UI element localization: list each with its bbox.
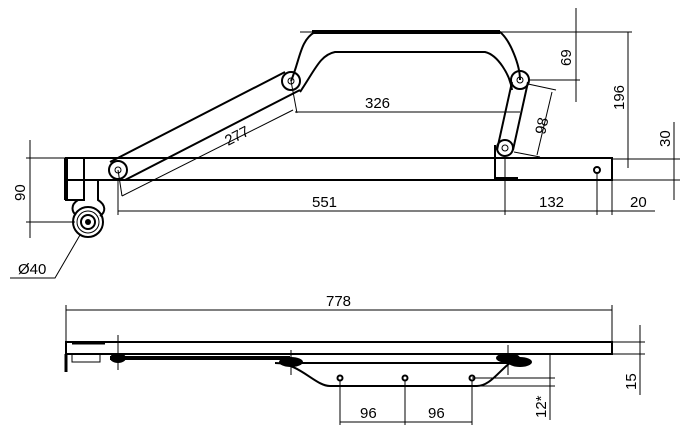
pivot-handle-left-pin [287, 77, 295, 85]
dim-15: 15 [623, 373, 640, 390]
dim-132: 132 [539, 194, 564, 211]
hole-3 [468, 374, 476, 382]
handle-inner [299, 51, 513, 93]
dim-98: 98 [532, 116, 552, 136]
hole-2 [401, 374, 409, 382]
pivot-handle-left [281, 71, 301, 91]
pivot-handle-right-pin [516, 76, 524, 84]
front-link [109, 71, 301, 181]
dim-30: 30 [657, 130, 674, 147]
mount-plate [274, 362, 511, 387]
dim-96-left: 96 [360, 405, 377, 422]
dim-96-right: 96 [428, 405, 445, 422]
pivot-rear-pin [501, 144, 509, 152]
rear-bracket [494, 145, 518, 179]
hole-1 [336, 374, 344, 382]
wheel [72, 206, 104, 238]
pivot-rear [496, 139, 514, 157]
pivot-bottom-right-b [508, 357, 532, 367]
dim-69: 69 [558, 49, 575, 66]
dim-551: 551 [312, 194, 337, 211]
bottom-view: 778 96 96 12* 15 [64, 293, 645, 425]
dim-20: 20 [630, 194, 647, 211]
rear-link [496, 81, 529, 151]
dimension-lines [10, 8, 680, 279]
main-bar-bottom [65, 341, 613, 355]
dim-diameter-40: Ø40 [18, 261, 46, 278]
dim-196: 196 [611, 85, 628, 110]
dim-326: 326 [365, 95, 390, 112]
dimension-lines-bottom [65, 305, 645, 425]
dim-12: 12* [533, 395, 550, 418]
bracket-bottom-outline [71, 354, 101, 363]
dim-90: 90 [12, 184, 29, 201]
side-view: 326 277 98 69 196 30 90 Ø40 551 132 20 [10, 8, 680, 279]
dim-778: 778 [326, 293, 351, 310]
